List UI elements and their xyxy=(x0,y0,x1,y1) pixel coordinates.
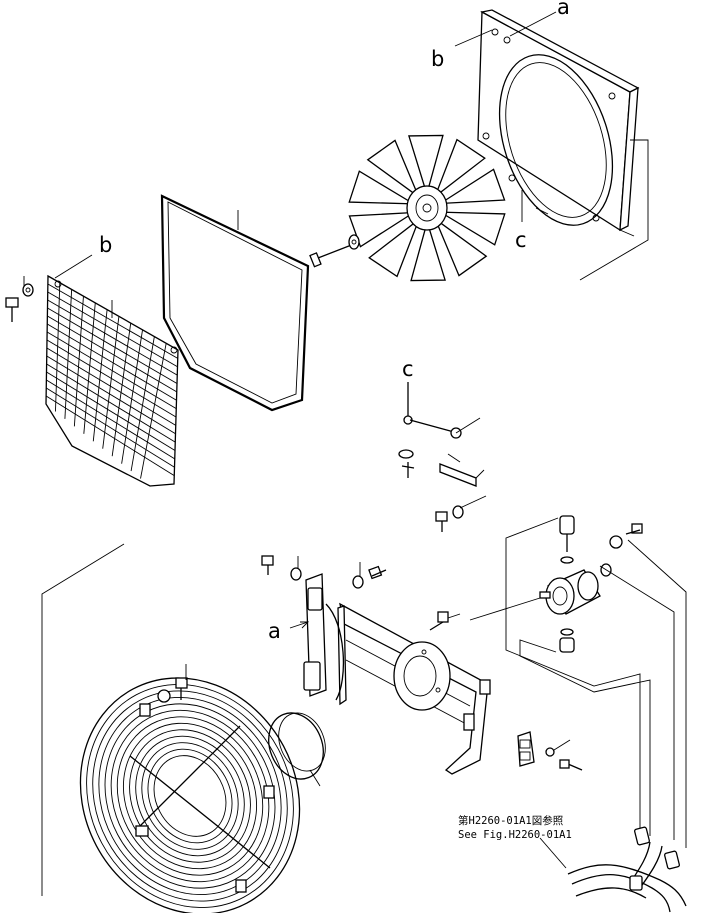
grille-line xyxy=(46,363,176,443)
grille-line xyxy=(55,282,61,412)
grille-line xyxy=(46,371,176,451)
grille-line xyxy=(46,379,175,460)
fan-blade xyxy=(408,134,444,197)
rod-assembly xyxy=(398,382,487,532)
fan xyxy=(348,134,506,282)
fan-blade xyxy=(433,217,488,277)
grille-line xyxy=(47,299,178,376)
leader-a-bracket xyxy=(289,621,309,629)
hydraulic-pump xyxy=(469,515,643,653)
grille-lines xyxy=(45,282,178,479)
grille-line xyxy=(47,291,178,368)
grille-line xyxy=(64,289,73,419)
radiator-guard xyxy=(45,274,179,487)
fan-blade xyxy=(348,211,417,248)
fan-guard-ring xyxy=(129,729,251,863)
spacer-ring xyxy=(268,712,326,787)
fan-guard-ring xyxy=(147,748,233,844)
fan-blade xyxy=(410,219,446,282)
fan-guard-bolt xyxy=(157,664,188,703)
hose-clamp xyxy=(517,731,583,771)
reference-note-en: See Fig.H2260-01A1 xyxy=(458,829,572,841)
reference-note-jp: 第H2260-01A1図参照 xyxy=(458,814,564,827)
fan-blade xyxy=(433,138,486,199)
fan-bolt xyxy=(309,234,360,268)
grille-line xyxy=(111,323,132,457)
pump-hose-lines xyxy=(505,517,687,848)
reference-leader xyxy=(539,837,567,869)
fan-blades xyxy=(348,134,506,282)
callout-b-top: b xyxy=(431,47,444,71)
fan-blade xyxy=(368,217,421,278)
grille-line xyxy=(102,316,120,449)
grille-line xyxy=(46,355,176,435)
grille-line xyxy=(46,339,177,418)
callout-a-bracket: a xyxy=(268,619,281,643)
grille-line xyxy=(47,323,177,401)
leader-b-guard xyxy=(54,254,93,279)
fan-guard-ring xyxy=(135,735,245,857)
grille-line xyxy=(46,387,175,468)
fan-blade xyxy=(437,211,506,246)
fan-guard-ring xyxy=(116,716,264,876)
hose-bundle xyxy=(567,826,687,913)
bracket-bolts xyxy=(261,555,461,631)
fan-guard-ring xyxy=(79,677,301,913)
leader-b-top xyxy=(454,29,493,47)
fan-guard-outline xyxy=(41,543,125,896)
seal-frame xyxy=(160,194,310,412)
grille-line xyxy=(46,347,176,426)
fan-guard-ring xyxy=(86,684,294,908)
grille-line xyxy=(73,296,84,427)
callout-b-guard: b xyxy=(99,233,112,257)
arrow-a-bracket xyxy=(300,621,310,629)
grille-line xyxy=(130,336,155,472)
guard-bolt xyxy=(5,276,34,322)
fan-guard-ring xyxy=(153,755,227,837)
mounting-bracket xyxy=(303,573,491,775)
grille-line xyxy=(45,395,175,477)
fan-guard-ring xyxy=(110,709,270,883)
grille-line xyxy=(47,283,178,359)
fan-shroud xyxy=(477,9,649,281)
callout-a-top: a xyxy=(557,0,570,19)
grille-line xyxy=(46,331,177,410)
grille-line xyxy=(47,315,177,393)
fan-guard-ring xyxy=(122,722,258,870)
callout-c-shroud: c xyxy=(515,228,527,252)
callout-c-rod: c xyxy=(402,357,414,381)
fan-blade xyxy=(437,168,506,205)
fan-blade xyxy=(348,170,417,205)
grille-line xyxy=(121,329,143,464)
fan-blade xyxy=(366,139,421,199)
fan-guard-ring xyxy=(141,742,239,850)
leader-a-top xyxy=(509,11,557,37)
grille-line xyxy=(47,307,178,384)
grille-line xyxy=(92,309,108,442)
fan-guard xyxy=(79,677,301,913)
